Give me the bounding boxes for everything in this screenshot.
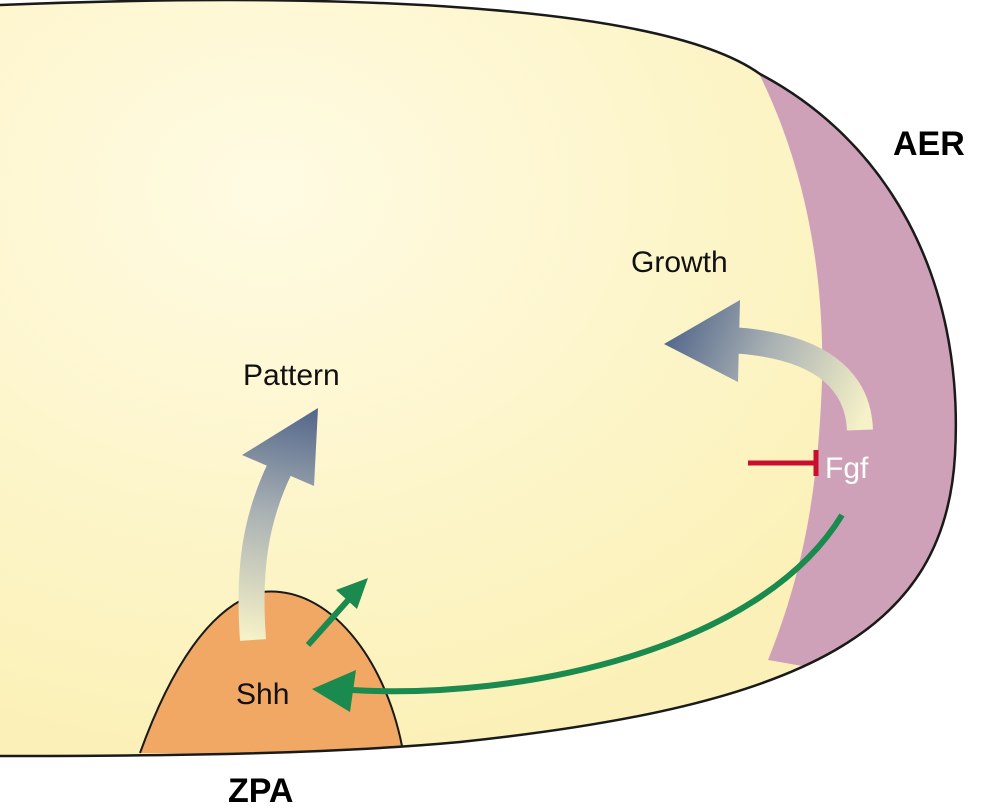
zpa-label: ZPA — [228, 772, 293, 809]
growth-arrow — [664, 300, 873, 432]
growth-label: Growth — [631, 246, 728, 279]
pattern-label: Pattern — [243, 359, 340, 392]
limb-bud — [0, 0, 956, 757]
shh-activation-arrow — [305, 578, 368, 647]
fgf-label: Fgf — [825, 452, 869, 485]
shh-label: Shh — [236, 678, 289, 711]
zpa-region — [140, 591, 402, 754]
pattern-arrow — [238, 408, 318, 641]
limb-bud-outline — [0, 0, 958, 758]
fgf-inhibition-bar — [748, 450, 819, 476]
fgf-to-shh-activation-arrow — [312, 513, 845, 712]
aer-label: AER — [893, 125, 965, 163]
